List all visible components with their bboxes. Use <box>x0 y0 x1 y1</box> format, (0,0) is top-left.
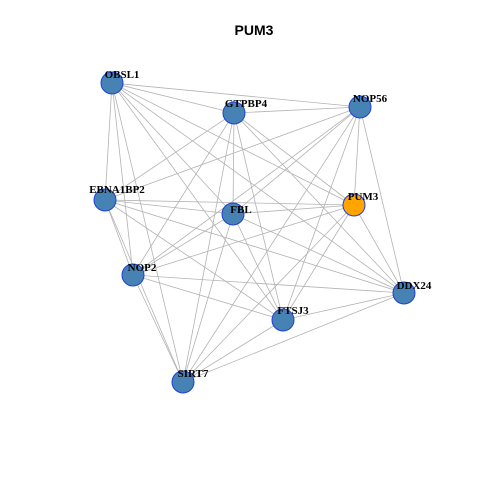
edge-gtpbp4-sirt7 <box>182 112 235 383</box>
graph-title: PUM3 <box>235 22 274 38</box>
edge-gtpbp4-nop2 <box>132 112 235 276</box>
node-label-ftsj3: FTSJ3 <box>277 305 309 317</box>
node-label-ddx24: DDX24 <box>397 280 432 292</box>
edge-ebna1bp2-ddx24 <box>104 199 405 294</box>
node-label-ebna1bp2: EBNA1BP2 <box>89 184 145 196</box>
edge-obsl1-nop56 <box>111 82 361 108</box>
edge-nop56-pum3 <box>353 106 361 206</box>
edge-fbl-ftsj3 <box>232 213 284 321</box>
edge-obsl1-gtpbp4 <box>111 82 235 114</box>
node-layer <box>93 71 416 394</box>
edge-nop56-sirt7 <box>182 106 361 383</box>
edge-ebna1bp2-fbl <box>104 199 234 215</box>
edge-ddx24-ftsj3 <box>282 292 405 321</box>
node-label-obsl1: OBSL1 <box>105 69 140 81</box>
edge-gtpbp4-fbl <box>232 112 235 215</box>
edge-nop2-ddx24 <box>132 274 405 294</box>
node-label-nop56: NOP56 <box>353 93 388 105</box>
edge-gtpbp4-ftsj3 <box>233 112 284 321</box>
edge-obsl1-ddx24 <box>111 82 405 294</box>
edge-obsl1-pum3 <box>111 82 355 206</box>
edge-ebna1bp2-ftsj3 <box>104 199 284 321</box>
edge-fbl-sirt7 <box>182 213 234 383</box>
edge-pum3-ftsj3 <box>282 204 355 321</box>
edge-nop56-fbl <box>232 106 361 215</box>
edge-ebna1bp2-pum3 <box>104 199 355 206</box>
node-obsl1[interactable] <box>100 71 124 95</box>
edge-ebna1bp2-nop2 <box>104 199 134 276</box>
edge-layer <box>104 82 405 383</box>
node-sirt7[interactable] <box>171 370 195 394</box>
edge-obsl1-fbl <box>111 82 234 215</box>
node-nop56[interactable] <box>348 95 372 119</box>
node-label-nop2: NOP2 <box>128 262 157 274</box>
node-ftsj3[interactable] <box>271 308 295 332</box>
node-pum3[interactable] <box>342 193 366 217</box>
node-ebna1bp2[interactable] <box>93 188 117 212</box>
edge-obsl1-sirt7 <box>111 82 184 383</box>
edge-nop2-sirt7 <box>132 274 184 383</box>
node-fbl[interactable] <box>221 202 245 226</box>
edge-nop56-ftsj3 <box>282 106 361 321</box>
node-ddx24[interactable] <box>392 281 416 305</box>
node-label-pum3: PUM3 <box>348 191 379 203</box>
edge-ebna1bp2-sirt7 <box>104 199 184 383</box>
node-nop2[interactable] <box>121 263 145 287</box>
node-label-sirt7: SIRT7 <box>178 368 209 380</box>
edge-fbl-ddx24 <box>232 213 405 294</box>
edge-pum3-sirt7 <box>182 204 355 383</box>
node-label-fbl: FBL <box>230 204 251 216</box>
edge-nop2-ftsj3 <box>132 274 284 321</box>
node-label-gtpbp4: GTPBP4 <box>225 98 268 110</box>
edge-gtpbp4-ebna1bp2 <box>104 112 235 201</box>
edge-nop56-ddx24 <box>359 106 405 294</box>
edge-fbl-nop2 <box>132 213 234 276</box>
edge-ddx24-sirt7 <box>182 292 405 383</box>
edge-gtpbp4-nop56 <box>233 106 361 114</box>
edge-gtpbp4-pum3 <box>233 112 355 206</box>
edge-ftsj3-sirt7 <box>182 319 284 383</box>
edge-nop56-nop2 <box>132 106 361 276</box>
edge-pum3-nop2 <box>132 204 355 276</box>
edge-pum3-ddx24 <box>353 204 405 294</box>
edge-nop56-ebna1bp2 <box>104 106 361 201</box>
node-gtpbp4[interactable] <box>222 101 246 125</box>
edge-obsl1-ebna1bp2 <box>104 82 113 201</box>
edge-obsl1-nop2 <box>111 82 134 276</box>
edge-fbl-pum3 <box>232 204 355 215</box>
